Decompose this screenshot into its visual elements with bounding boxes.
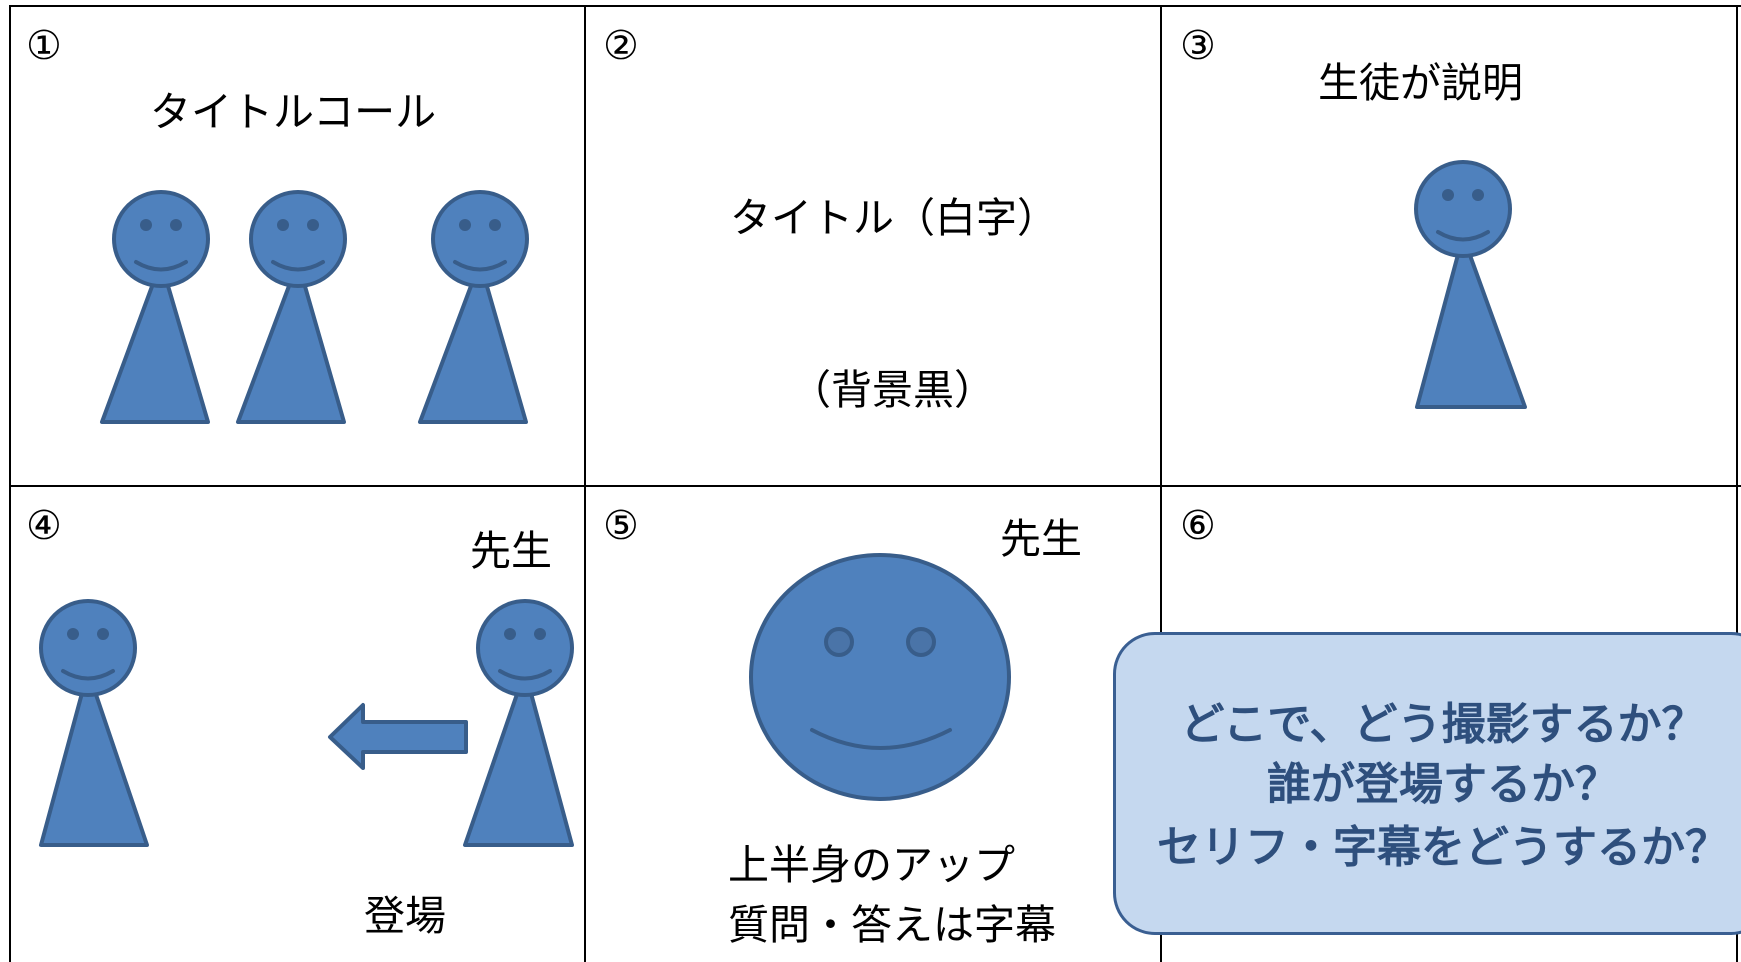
panel-3-number: ③ [1180,23,1216,69]
panel-1-number: ① [26,23,62,69]
grid-top-border [9,5,1741,7]
panel-2-note: （背景黒） [790,366,995,414]
callout-line-3: セリフ・字幕をどうするか？ [1157,822,1729,873]
panel-5-speaker-label: 先生 [1000,515,1082,563]
grid-left-border [9,5,11,962]
person-icon [100,190,210,424]
callout-box [1113,632,1741,935]
panel-5-number: ⑤ [603,503,639,549]
teacher-icon [463,599,574,847]
arrow-left-icon [328,703,468,770]
person-icon [39,599,149,847]
student-icon [1414,160,1527,409]
teacher-face-icon [749,553,1011,801]
panel-3-caption: 生徒が説明 [1318,59,1523,107]
panel-1-caption: タイトルコール [150,88,437,136]
panel-4-speaker-label: 先生 [470,527,552,575]
panel-4-action-label: 登場 [364,892,446,940]
callout-line-1: どこで、どう撮影するか？ [1180,699,1706,750]
grid-middle-divider [9,485,1741,487]
panel-2-number: ② [603,23,639,69]
grid-column-divider-1 [584,5,586,962]
panel-5-description-line2: 質問・答えは字幕 [728,901,1056,949]
panel-5-description-line1: 上半身のアップ [728,841,1015,889]
panel-2-caption: タイトル（白字） [730,194,1058,242]
person-icon [418,190,529,424]
panel-6-number: ⑥ [1180,503,1216,549]
grid-right-border [1736,5,1738,962]
grid-column-divider-2 [1160,5,1162,962]
callout-line-2: 誰が登場するか？ [1267,759,1619,810]
person-icon [236,190,347,424]
panel-4-number: ④ [26,503,62,549]
